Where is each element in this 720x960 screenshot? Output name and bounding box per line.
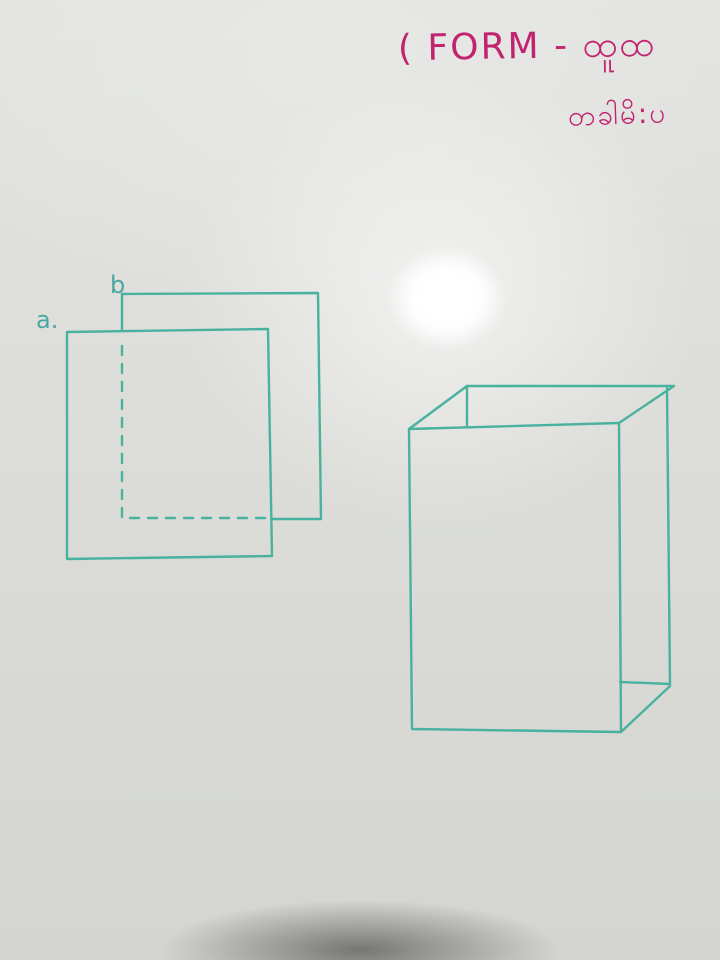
back-plane-hidden-edges <box>120 344 270 520</box>
rectangular-box-sketch <box>407 384 676 734</box>
box-right-side <box>619 386 672 734</box>
front-plane-a <box>65 327 274 561</box>
box-top-face <box>407 384 676 431</box>
box-front-face <box>407 421 623 734</box>
back-plane-b <box>120 291 323 521</box>
overlapping-planes-sketch <box>65 291 323 561</box>
label-b: b <box>110 271 126 299</box>
box-right-bottom-edge <box>618 680 672 686</box>
label-a: a. <box>36 306 59 334</box>
